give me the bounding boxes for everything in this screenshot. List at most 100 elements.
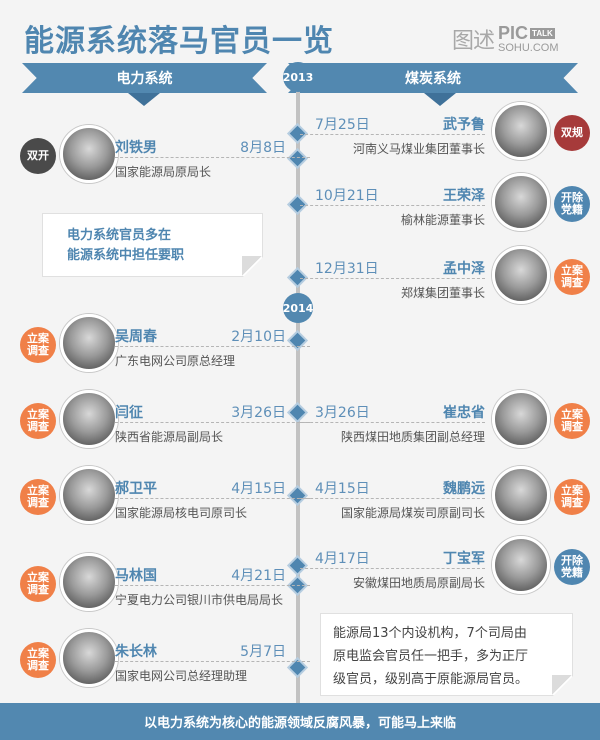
official-date: 4月15日 — [315, 481, 370, 497]
official-date: 2月10日 — [231, 329, 286, 345]
official-name: 闫征 — [115, 405, 143, 421]
note-power-officials: 电力系统官员多在 能源系统中担任要职 — [42, 213, 263, 277]
timeline-axis — [296, 80, 300, 710]
status-badge: 立案调查 — [554, 259, 590, 295]
status-badge: 双开 — [20, 138, 56, 174]
logo-pic: PIC — [498, 23, 529, 43]
official-name: 朱长林 — [115, 644, 157, 660]
divider — [300, 568, 485, 569]
status-badge: 立案调查 — [554, 479, 590, 515]
official-card[interactable]: 立案调查 崔忠省 3月26日 陕西煤田地质集团副总经理 — [300, 390, 590, 450]
official-name: 马林国 — [115, 568, 157, 584]
divider — [300, 134, 485, 135]
official-card[interactable]: 双规 武予鲁 7月25日 河南义马煤业集团董事长 — [300, 102, 590, 162]
divider — [115, 661, 310, 662]
official-date: 4月15日 — [231, 481, 286, 497]
official-card[interactable]: 立案调查 郝卫平 4月15日 国家能源局核电司原司长 — [20, 466, 310, 526]
official-photo — [492, 390, 550, 448]
note-line: 级官员，级别高于原能源局官员。 — [333, 672, 529, 687]
official-card[interactable]: 开除党籍 丁宝军 4月17日 安徽煤田地质局原副局长 — [300, 536, 590, 596]
official-name: 王荣泽 — [443, 188, 485, 204]
official-role: 国家电网公司总经理助理 — [115, 669, 248, 683]
official-photo — [60, 629, 118, 687]
official-role: 国家能源局核电司原司长 — [115, 506, 248, 520]
official-role: 国家能源局原局长 — [115, 165, 212, 179]
official-date: 3月26日 — [315, 405, 370, 421]
ribbon-tip-left — [128, 93, 160, 106]
official-card[interactable]: 立案调查 魏鹏远 4月15日 国家能源局煤炭司原副司长 — [300, 466, 590, 526]
official-photo — [492, 536, 550, 594]
official-name: 武予鲁 — [443, 117, 485, 133]
ribbon-tip-right — [424, 93, 456, 106]
status-badge: 开除党籍 — [554, 186, 590, 222]
divider — [300, 498, 485, 499]
status-badge: 立案调查 — [20, 327, 56, 363]
divider — [115, 346, 310, 347]
status-badge: 立案调查 — [20, 642, 56, 678]
official-date: 3月26日 — [231, 405, 286, 421]
logo-talk: TALK — [530, 28, 555, 39]
column-header-coal: 煤炭系统 — [288, 63, 578, 93]
official-photo — [60, 390, 118, 448]
official-photo — [60, 314, 118, 372]
official-date: 5月7日 — [240, 644, 286, 660]
note-line: 电力系统官员多在 — [67, 228, 172, 243]
official-role: 宁夏电力公司银川市供电局局长 — [115, 593, 284, 607]
official-name: 崔忠省 — [443, 405, 485, 421]
official-date: 8月8日 — [240, 140, 286, 156]
official-role: 榆林能源董事长 — [400, 213, 485, 227]
official-card[interactable]: 立案调查 闫征 3月26日 陕西省能源局副局长 — [20, 390, 310, 450]
official-card[interactable]: 立案调查 吴周春 2月10日 广东电网公司原总经理 — [20, 314, 310, 374]
column-header-power: 电力系统 — [22, 63, 267, 93]
official-role: 安徽煤田地质局原副局长 — [352, 576, 485, 590]
note-line: 能源局13个内设机构，7个司局由 — [333, 626, 527, 641]
status-badge: 立案调查 — [554, 403, 590, 439]
official-role: 陕西煤田地质集团副总经理 — [340, 430, 485, 444]
official-photo — [492, 173, 550, 231]
divider — [300, 278, 485, 279]
official-photo — [492, 466, 550, 524]
official-name: 郝卫平 — [115, 481, 157, 497]
official-card[interactable]: 开除党籍 王荣泽 10月21日 榆林能源董事长 — [300, 173, 590, 233]
note-energy-bureau: 能源局13个内设机构，7个司局由 原电监会官员任一把手，多为正厅 级官员，级别高… — [320, 613, 573, 696]
official-card[interactable]: 立案调查 孟中泽 12月31日 郑煤集团董事长 — [300, 246, 590, 306]
note-line: 能源系统中担任要职 — [67, 248, 185, 263]
official-role: 郑煤集团董事长 — [400, 286, 485, 300]
official-photo — [60, 125, 118, 183]
official-role: 陕西省能源局副局长 — [115, 430, 224, 444]
official-card[interactable]: 立案调查 朱长林 5月7日 国家电网公司总经理助理 — [20, 629, 310, 689]
official-date: 12月31日 — [315, 261, 379, 277]
official-name: 丁宝军 — [443, 551, 485, 567]
official-date: 10月21日 — [315, 188, 379, 204]
official-role: 河南义马煤业集团董事长 — [352, 142, 485, 156]
official-name: 孟中泽 — [443, 261, 485, 277]
footer-banner: 以电力系统为核心的能源领域反腐风暴，可能马上来临 — [0, 703, 600, 740]
logo-cn: 图述 — [452, 29, 495, 54]
divider — [115, 157, 310, 158]
year-marker-2014: 2014 — [283, 293, 313, 323]
divider — [115, 585, 310, 586]
official-photo — [492, 246, 550, 304]
official-photo — [60, 553, 118, 611]
year-marker-2013: 2013 — [283, 62, 313, 92]
official-photo — [492, 102, 550, 160]
divider — [115, 422, 310, 423]
logo-sohu: SOHU.COM — [498, 42, 559, 54]
official-name: 魏鹏远 — [443, 481, 485, 497]
official-card[interactable]: 立案调查 马林国 4月21日 宁夏电力公司银川市供电局局长 — [20, 553, 310, 613]
page-title: 能源系统落马官员一览 — [24, 24, 334, 59]
official-card[interactable]: 双开 刘铁男 8月8日 国家能源局原局长 — [20, 125, 310, 185]
divider — [115, 498, 310, 499]
official-name: 吴周春 — [115, 329, 157, 345]
status-badge: 立案调查 — [20, 479, 56, 515]
official-role: 国家能源局煤炭司原副司长 — [340, 506, 485, 520]
official-date: 7月25日 — [315, 117, 370, 133]
official-name: 刘铁男 — [115, 140, 157, 156]
official-date: 4月21日 — [231, 568, 286, 584]
divider — [300, 205, 485, 206]
status-badge: 开除党籍 — [554, 549, 590, 585]
status-badge: 立案调查 — [20, 566, 56, 602]
note-line: 原电监会官员任一把手，多为正厅 — [333, 649, 529, 664]
official-role: 广东电网公司原总经理 — [115, 354, 236, 368]
